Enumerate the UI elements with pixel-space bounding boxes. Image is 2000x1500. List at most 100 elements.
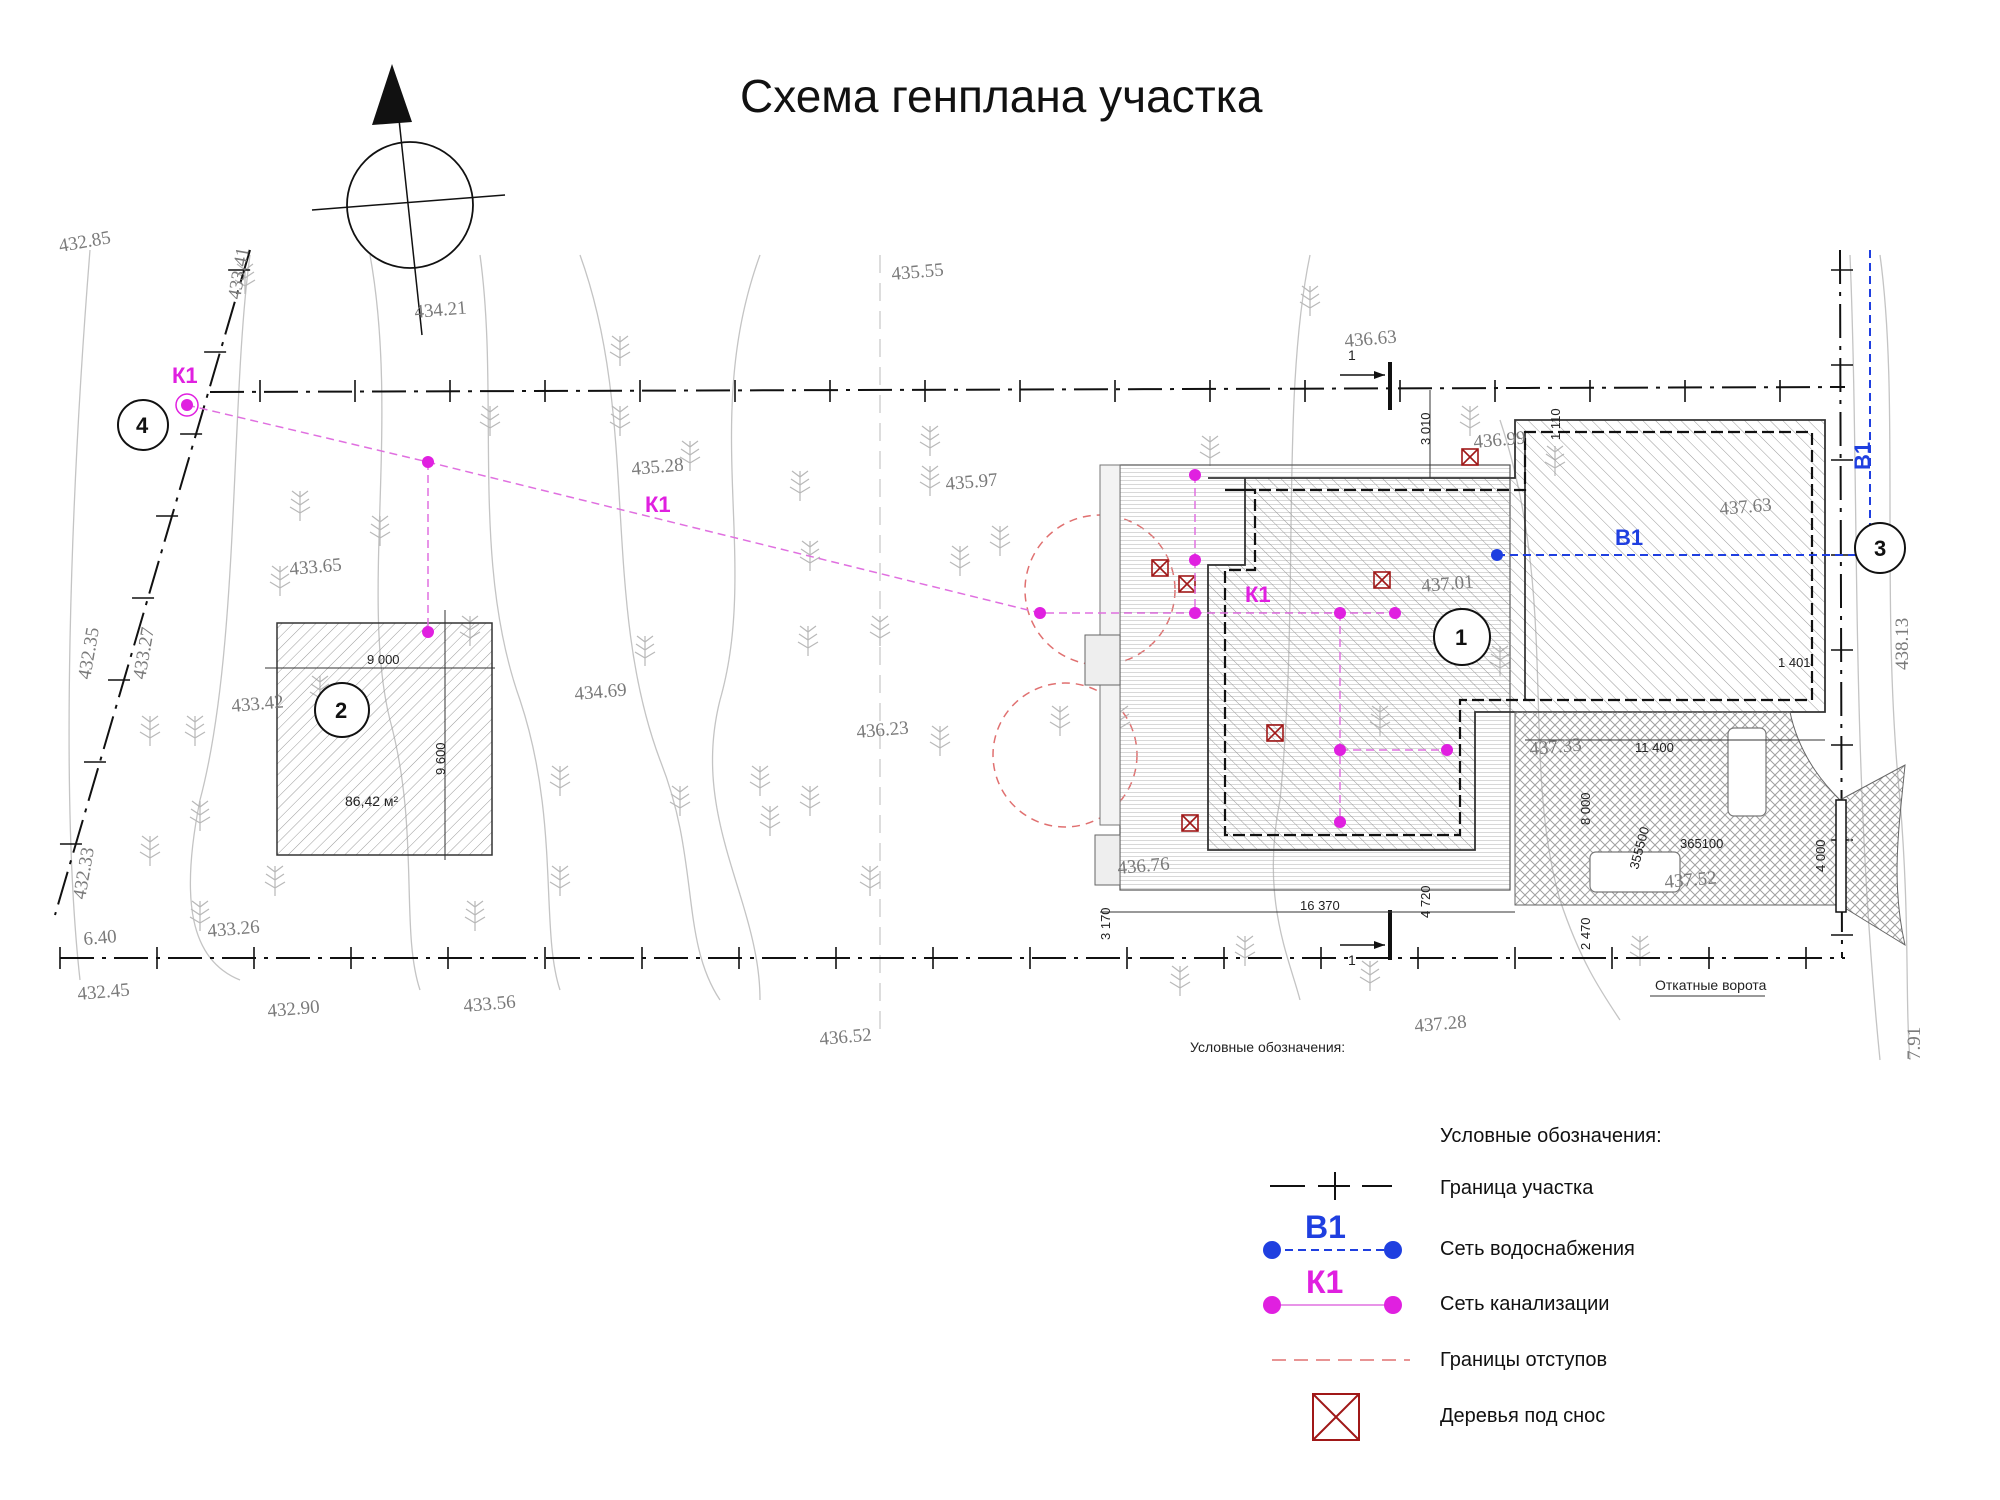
elevation-mark: 437.63	[1719, 495, 1773, 520]
tree-icon	[479, 405, 501, 436]
svg-text:1 110: 1 110	[1548, 408, 1563, 440]
boundary-line-icon	[1270, 1172, 1392, 1200]
building-2: 9 000 9 600 2 86,42 м²	[265, 610, 495, 860]
elevation-mark: 437.28	[1414, 1012, 1468, 1037]
elevation-mark: 435.28	[631, 455, 685, 480]
tree-icon	[1169, 965, 1191, 996]
tree-icon	[549, 765, 571, 796]
elevation-mark: 434.21	[414, 298, 468, 323]
legend-tag-k1: К1	[1306, 1264, 1343, 1300]
tree-icon	[749, 765, 771, 796]
tree-removal-mark	[1181, 814, 1199, 832]
svg-text:365100: 365100	[1680, 836, 1723, 851]
legend-tag-b1: В1	[1305, 1209, 1346, 1245]
water-node-house	[1491, 549, 1503, 561]
sewer-outlet-ring	[175, 393, 199, 417]
tree-removal-mark	[1373, 571, 1391, 589]
tree-removal-mark	[1461, 448, 1479, 466]
tree-icon	[869, 615, 891, 646]
legend-item-sewer: Сеть канализации	[1440, 1293, 1609, 1315]
elevation-mark: 432.35	[74, 626, 104, 681]
tree-removal-mark	[1151, 559, 1169, 577]
tree-icon	[679, 440, 701, 471]
legend-item-water: Сеть водоснабжения	[1440, 1238, 1635, 1260]
tree-icon	[919, 425, 941, 456]
page-title: Схема генплана участка	[740, 70, 1263, 122]
elevation-mark: 436.52	[819, 1025, 873, 1050]
legend-item-setback: Границы отступов	[1440, 1349, 1607, 1371]
svg-text:8 000: 8 000	[1578, 792, 1593, 825]
svg-text:16 370: 16 370	[1300, 898, 1340, 913]
tree-removal-mark	[1266, 724, 1284, 742]
tree-icon	[1629, 935, 1651, 966]
tree-icon	[789, 470, 811, 501]
elevation-mark: 433.65	[289, 555, 343, 580]
tree-removal-mark	[1178, 575, 1196, 593]
parking-area	[1514, 711, 1906, 947]
elevation-mark: 7.91	[1904, 1027, 1925, 1060]
elevation-mark: 435.97	[945, 470, 999, 495]
water-label-main: В1	[1615, 525, 1643, 550]
elevation-mark: 433.56	[463, 992, 517, 1017]
building-1: 1	[1084, 419, 1826, 891]
sewer-label-house: К1	[1245, 582, 1271, 607]
elevation-marks: 432.85433.41434.21435.55436.63435.28435.…	[57, 227, 1925, 1060]
svg-text:3 170: 3 170	[1098, 907, 1113, 940]
point-3-circle	[1854, 522, 1906, 574]
elevation-mark: 432.90	[267, 997, 321, 1022]
tree-icon	[759, 805, 781, 836]
elevation-mark: 437.33	[1529, 735, 1583, 760]
water-label-vertical: В1	[1850, 442, 1875, 470]
sewer-label-outlet: К1	[172, 363, 198, 388]
sewer-label-main: К1	[645, 492, 671, 517]
tree-icon	[609, 405, 631, 436]
elevation-mark: 432.85	[57, 227, 112, 257]
terrain-contours	[68, 249, 1911, 1061]
elevation-mark: 432.45	[77, 980, 131, 1005]
svg-text:2 470: 2 470	[1578, 917, 1593, 950]
site-boundary	[54, 249, 1846, 959]
tree-icon	[464, 900, 486, 931]
legend-title: Условные обозначения:	[1440, 1125, 1662, 1147]
section-mark-bottom: 1	[1348, 952, 1356, 968]
elevation-mark: 432.33	[69, 846, 99, 901]
sewer-network	[186, 404, 1447, 822]
legend-item-tree-removal: Деревья под снос	[1440, 1405, 1605, 1427]
water-network	[1497, 250, 1871, 556]
elevation-mark: 436.99	[1473, 428, 1527, 453]
tree-icon	[269, 565, 291, 596]
svg-text:4 000: 4 000	[1813, 839, 1828, 872]
elevation-mark: 433.42	[231, 692, 285, 717]
building-2-area: 86,42 м²	[345, 793, 399, 809]
elevation-mark: 436.23	[856, 718, 910, 743]
elevation-mark: 437.01	[1421, 572, 1475, 597]
elevation-mark: 433.27	[129, 626, 159, 681]
tree-icon	[1459, 405, 1481, 436]
tree-icon	[139, 835, 161, 866]
gate-label: Откатные ворота	[1655, 977, 1767, 993]
tree-icon	[797, 625, 819, 656]
tree-icon	[919, 465, 941, 496]
sewer-nodes	[181, 399, 1453, 828]
elevation-mark: 437.52	[1664, 868, 1718, 893]
tree-icon	[859, 865, 881, 896]
svg-text:3 010: 3 010	[1418, 412, 1433, 445]
inline-legend-caption: Условные обозначения:	[1190, 1039, 1345, 1055]
tree-icon	[1234, 935, 1256, 966]
tree-icon	[989, 525, 1011, 556]
tree-icon	[669, 785, 691, 816]
svg-text:11 400: 11 400	[1635, 740, 1674, 755]
tree-icon	[1199, 435, 1221, 466]
elevation-mark: 434.69	[574, 680, 628, 705]
section-marks: 1 1	[1340, 347, 1392, 968]
tree-icon	[1049, 705, 1071, 736]
point-4-circle	[117, 399, 169, 451]
north-arrow-icon	[311, 64, 506, 336]
tree-icon	[799, 785, 821, 816]
dim-bld2-width: 9 000	[367, 652, 400, 667]
tree-icon	[369, 515, 391, 546]
tree-icon	[1359, 960, 1381, 991]
tree-icon	[264, 865, 286, 896]
tree-removal-icon	[1312, 1393, 1360, 1441]
